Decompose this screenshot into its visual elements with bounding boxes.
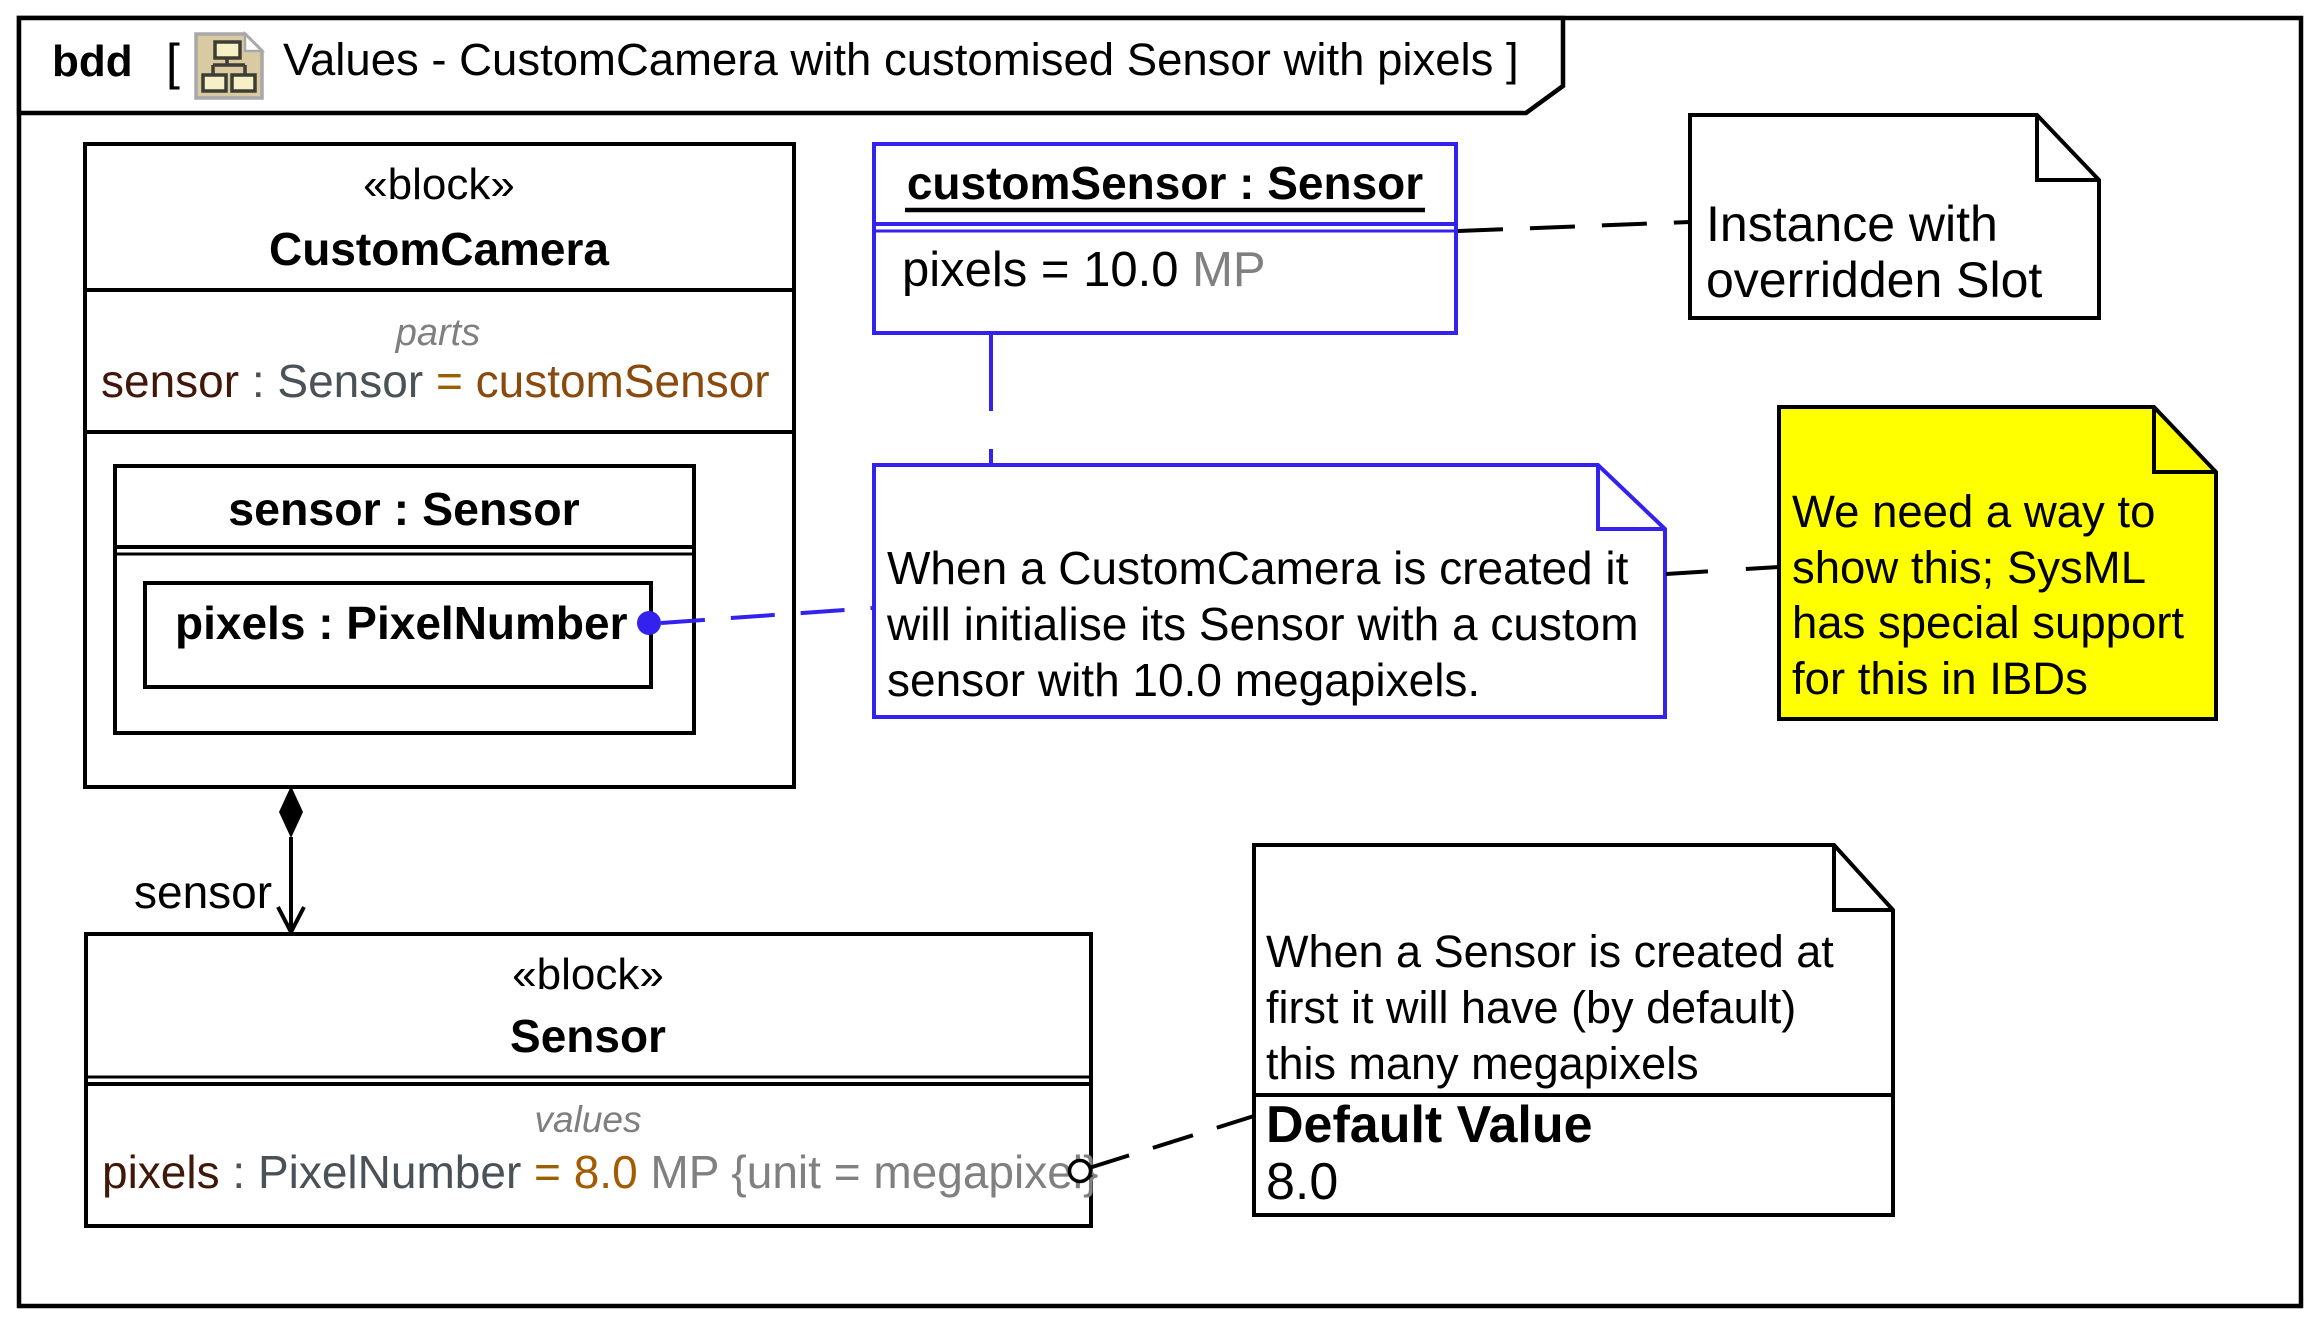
svg-text:8.0: 8.0	[1266, 1153, 1338, 1211]
svg-text:show this; SysML: show this; SysML	[1792, 542, 2146, 593]
svg-text:pixels : PixelNumber = 8.0 MP: pixels : PixelNumber = 8.0 MP {unit = me…	[102, 1146, 1098, 1198]
svg-text:sensor : Sensor: sensor : Sensor	[228, 483, 579, 535]
svg-text:We need a way to: We need a way to	[1792, 486, 2155, 537]
svg-text:will initialise its Sensor wit: will initialise its Sensor with a custom	[886, 598, 1639, 650]
svg-text:pixels = 10.0 MP: pixels = 10.0 MP	[902, 243, 1266, 297]
svg-text:overridden Slot: overridden Slot	[1706, 252, 2042, 308]
svg-text:first it will have (by default: first it will have (by default)	[1266, 982, 1796, 1033]
svg-text:bdd: bdd	[52, 37, 133, 86]
svg-text:parts: parts	[395, 312, 480, 354]
svg-text:sensor: sensor	[134, 866, 272, 918]
svg-text:Sensor: Sensor	[510, 1010, 666, 1062]
svg-text:«block»: «block»	[512, 950, 664, 999]
svg-text:When a CustomCamera is created: When a CustomCamera is created it	[887, 542, 1629, 594]
svg-text:Values - CustomCamera with cus: Values - CustomCamera with customised Se…	[283, 34, 1519, 85]
svg-text:sensor : Sensor = customSensor: sensor : Sensor = customSensor	[101, 355, 770, 407]
svg-text:values: values	[535, 1099, 642, 1140]
svg-text:has special support: has special support	[1792, 597, 2184, 648]
svg-text:sensor with 10.0 megapixels.: sensor with 10.0 megapixels.	[887, 654, 1480, 706]
svg-text:«block»: «block»	[363, 160, 515, 209]
svg-text:pixels : PixelNumber: pixels : PixelNumber	[175, 597, 628, 649]
svg-text:for this in IBDs: for this in IBDs	[1792, 653, 2088, 704]
svg-text:customSensor : Sensor: customSensor : Sensor	[907, 157, 1423, 209]
svg-text:When a Sensor is created at: When a Sensor is created at	[1266, 926, 1834, 977]
svg-text:CustomCamera: CustomCamera	[269, 223, 609, 275]
svg-text:Default Value: Default Value	[1266, 1096, 1593, 1154]
svg-text:Instance with: Instance with	[1706, 196, 1998, 252]
svg-text:[: [	[166, 34, 180, 90]
svg-text:this many megapixels: this many megapixels	[1266, 1038, 1699, 1089]
